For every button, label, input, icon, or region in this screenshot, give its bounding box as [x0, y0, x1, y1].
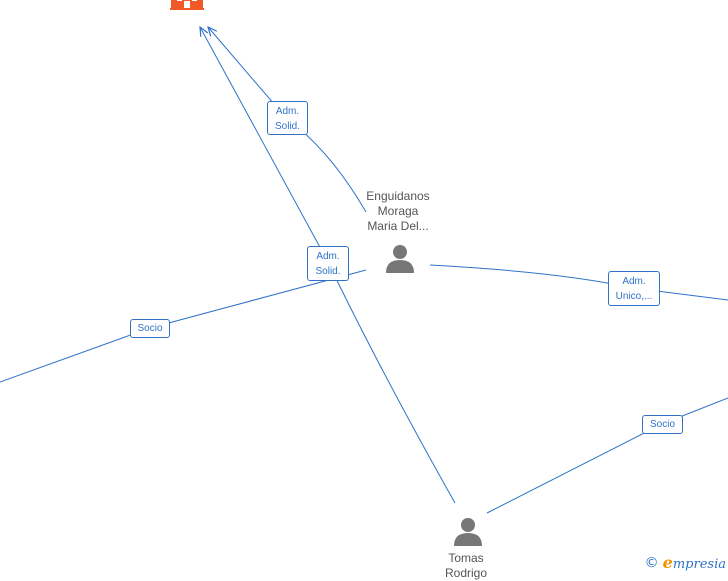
brand-rest: mpresia [672, 557, 726, 572]
person-label-tomas[interactable]: Tomas Rodrigo [430, 551, 502, 581]
person-icon[interactable] [386, 245, 414, 273]
edge-label-adm-unico[interactable]: Adm. Unico,... [608, 271, 660, 306]
empresia-watermark: © empresia [645, 553, 726, 572]
edge-label-line: Adm. [316, 251, 340, 262]
brand-name: empresia [663, 553, 726, 572]
person-label-enguidanos[interactable]: Enguidanos Moraga Maria Del... [352, 189, 444, 234]
building-icon[interactable] [170, 0, 204, 10]
edge-tomas-right [486, 397, 728, 514]
edge-label-socio-right[interactable]: Socio [642, 415, 683, 434]
name-line: Tomas [448, 551, 484, 565]
edge-label-adm-solid-mid[interactable]: Adm. Solid. [307, 246, 349, 281]
edge-enguidanos-right [429, 264, 728, 301]
edge-label-adm-solid-top[interactable]: Adm. Solid. [267, 101, 308, 135]
name-line: Maria Del... [367, 219, 429, 233]
name-line: Enguidanos [366, 189, 430, 203]
edge-label-line: Socio [649, 419, 675, 430]
name-line: Moraga [377, 204, 419, 218]
edge-label-line: Solid. [274, 121, 300, 132]
edge-label-line: Unico,... [615, 291, 653, 302]
edge-label-socio-left[interactable]: Socio [130, 319, 170, 338]
edge-label-line: Adm. [622, 276, 646, 287]
edge-label-line: Socio [137, 323, 163, 334]
edge-label-line: Adm. [275, 106, 300, 117]
brand-initial: e [662, 553, 673, 572]
edge-label-line: Solid. [315, 266, 341, 277]
name-line: Rodrigo [444, 566, 488, 580]
copyright-symbol: © [644, 554, 659, 571]
edge-left-enguidanos [0, 269, 367, 383]
person-icon[interactable] [454, 518, 482, 546]
